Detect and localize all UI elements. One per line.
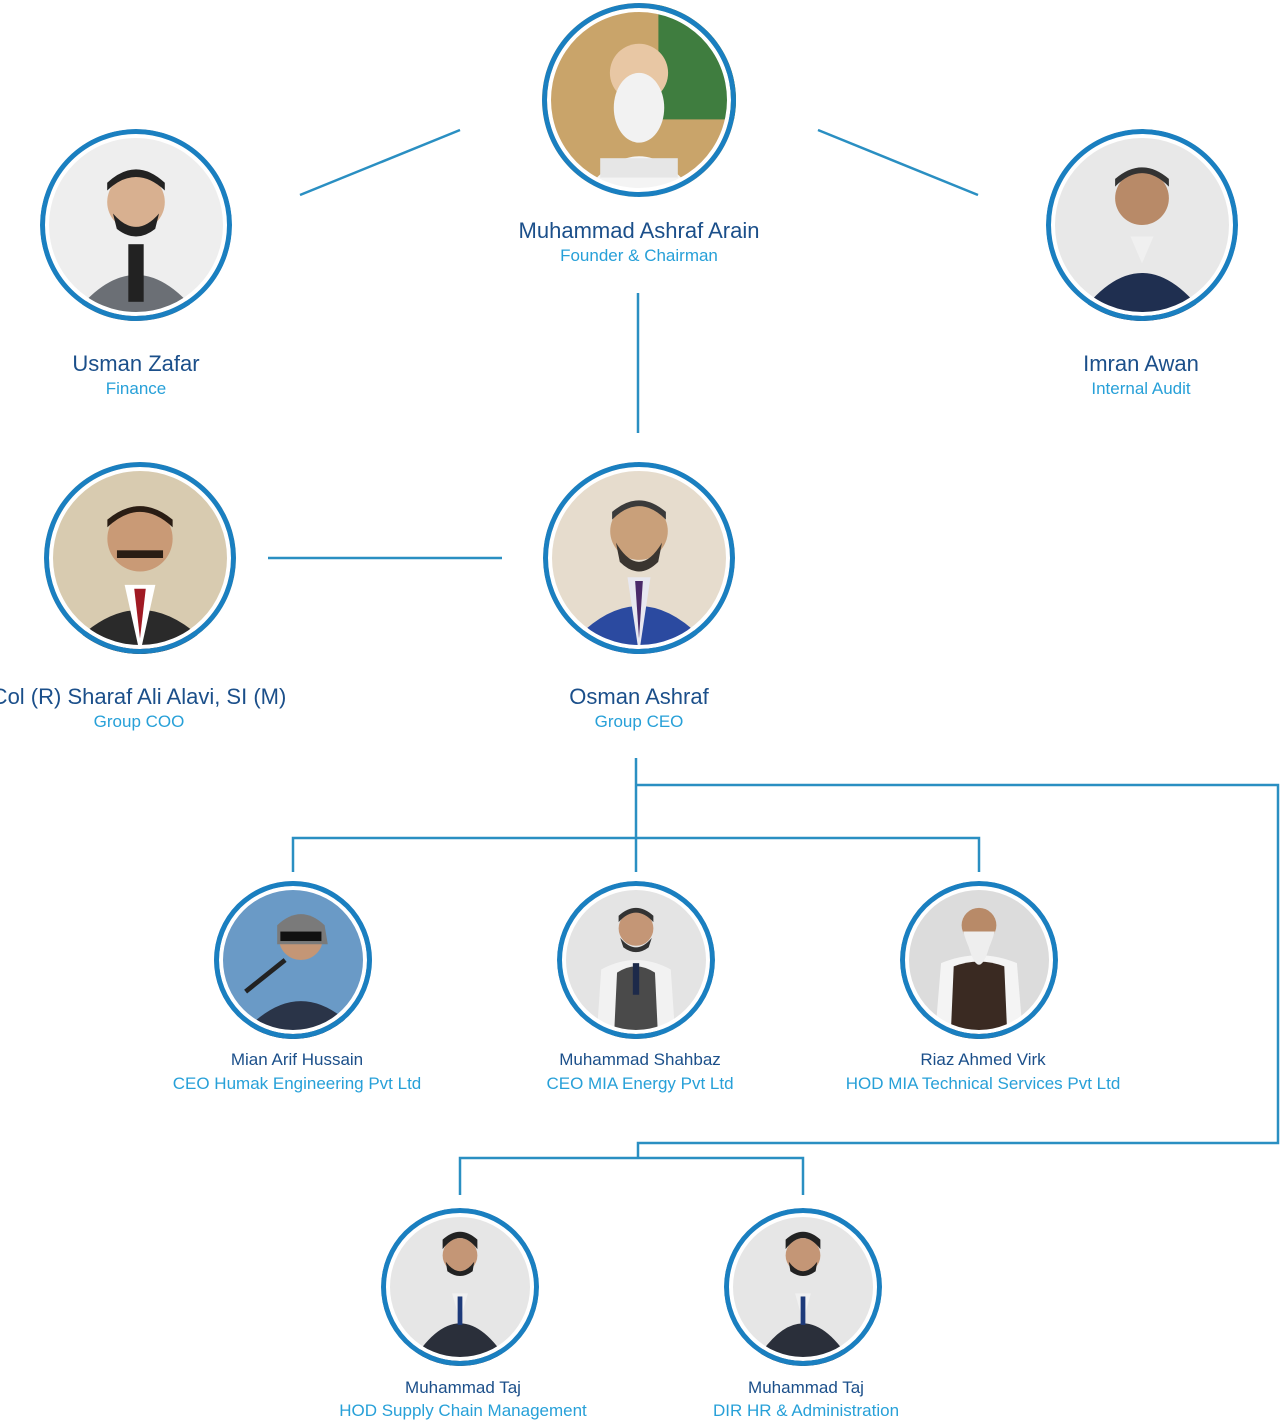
connector-ceo-right-loop (636, 783, 1280, 1158)
technical-name: Riaz Ahmed Virk (920, 1050, 1046, 1069)
supply-photo (381, 1208, 539, 1366)
energy-role: CEO MIA Energy Pvt Ltd (546, 1074, 734, 1093)
hr-role: DIR HR & Administration (712, 1401, 900, 1420)
energy-name: Muhammad Shahbaz (559, 1050, 721, 1069)
energy-photo (557, 881, 715, 1039)
finance-photo (40, 129, 232, 321)
ceo-name: Osman Ashraf (569, 684, 709, 709)
finance-role: Finance (105, 379, 167, 398)
connector-bottom-bar (458, 1156, 805, 1195)
chairman-photo (542, 3, 736, 197)
supply-name: Muhammad Taj (405, 1378, 521, 1397)
audit-role: Internal Audit (1091, 379, 1191, 398)
hr-photo (724, 1208, 882, 1366)
finance-name: Usman Zafar (72, 351, 200, 376)
coo-photo (44, 462, 236, 654)
coo-name: Col (R) Sharaf Ali Alavi, SI (M) (0, 684, 287, 709)
chairman-role: Founder & Chairman (560, 246, 718, 265)
chairman-name: Muhammad Ashraf Arain (518, 218, 760, 243)
hr-name: Muhammad Taj (748, 1378, 864, 1397)
coo-role: Group COO (93, 712, 185, 731)
ceo-role: Group CEO (594, 712, 684, 731)
technical-role: HOD MIA Technical Services Pvt Ltd (845, 1074, 1121, 1093)
ceo-photo (543, 462, 735, 654)
connector-chairman-finance (299, 128, 461, 197)
connector-chairman-audit (817, 128, 979, 197)
supply-role: HOD Supply Chain Management (339, 1401, 587, 1420)
humak-photo (214, 881, 372, 1039)
humak-role: CEO Humak Engineering Pvt Ltd (172, 1074, 422, 1093)
audit-photo (1046, 129, 1238, 321)
humak-name: Mian Arif Hussain (230, 1050, 364, 1069)
audit-name: Imran Awan (1083, 351, 1199, 376)
technical-photo (900, 881, 1058, 1039)
